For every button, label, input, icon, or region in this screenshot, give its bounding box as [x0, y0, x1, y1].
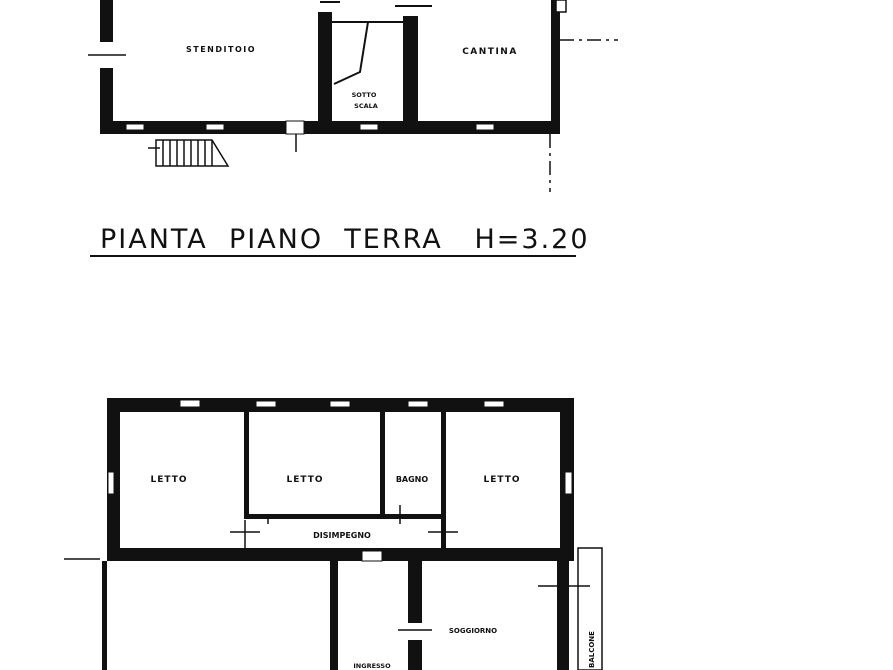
- wall-right: [551, 0, 560, 134]
- upper-wall-middle: [107, 548, 574, 561]
- window-1: [125, 123, 145, 131]
- room-label-sotto: SOTTO: [352, 91, 377, 99]
- upper-floor-plan: LETTO LETTO BAGNO LETTO DISIMPEGNO SOGGI…: [64, 398, 603, 670]
- ground-floor-plan: STENDITOIO SOTTO SCALA CANTINA: [88, 0, 618, 192]
- room-label-soggiorno: SOGGIORNO: [449, 627, 497, 635]
- room-label-ingresso: INGRESSO: [353, 662, 391, 670]
- room-label-disimpegno: DISIMPEGNO: [313, 531, 371, 540]
- room-label-letto-1: LETTO: [150, 475, 187, 485]
- window-4: [359, 123, 379, 131]
- window-5: [475, 123, 495, 131]
- room-label-bagno: BAGNO: [396, 475, 429, 484]
- room-label-stenditoio: STENDITOIO: [186, 45, 256, 54]
- room-label-letto-3: LETTO: [483, 475, 520, 485]
- wall-left-upper: [100, 0, 113, 42]
- window-3: [285, 120, 305, 135]
- room-label-letto-2: LETTO: [286, 475, 323, 485]
- room-label-balcone: BALCONE: [588, 631, 596, 668]
- room-label-scala: SCALA: [354, 102, 378, 110]
- stair-line: [333, 21, 369, 85]
- wall-partition-2: [403, 16, 418, 134]
- wall-partition-1: [318, 12, 332, 134]
- room-label-cantina: CANTINA: [462, 47, 518, 57]
- balcony-outline: [577, 547, 603, 670]
- exterior-stairs: [148, 139, 230, 167]
- wall-left-lower: [100, 68, 113, 134]
- window-2: [205, 123, 225, 131]
- plan-title: PIANTA PIANO TERRA H=3.20: [100, 224, 590, 255]
